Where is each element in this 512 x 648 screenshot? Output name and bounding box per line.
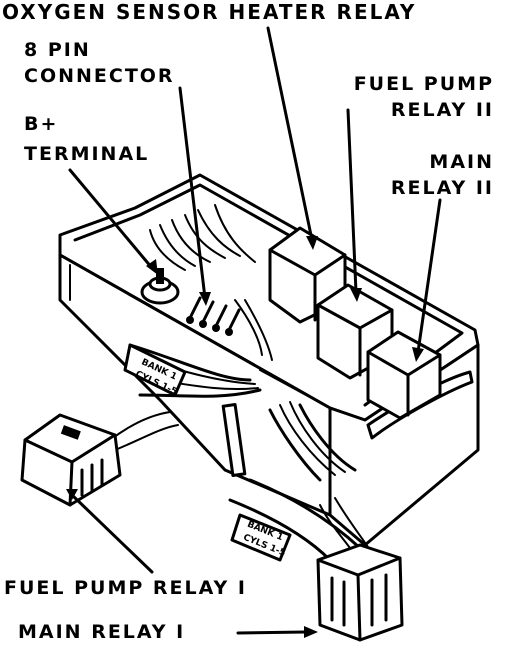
fuel-pump-relay-1-body [20,413,122,507]
leader-lines [66,26,442,638]
eight-pin-connector-pins [186,296,241,336]
label-8-pin-connector-line2: CONNECTOR [24,65,175,87]
wiring-harness [109,204,371,562]
main-relay-2-body [366,330,442,420]
main-relay-1-body [316,543,404,642]
label-main-relay-2-line1: MAIN [429,151,494,173]
label-main-relay-1: MAIN RELAY I [18,621,186,643]
label-fuel-pump-relay-2-line1: FUEL PUMP [353,73,494,95]
label-fuel-pump-relay-2-line2: RELAY II [390,99,494,121]
label-b-plus-terminal-line1: B+ [24,113,59,135]
label-b-plus-terminal-line2: TERMINAL [24,143,150,165]
label-8-pin-connector-line1: 8 PIN [24,39,91,61]
label-oxygen-sensor-heater-relay: OXYGEN SENSOR HEATER RELAY [2,0,417,24]
label-fuel-pump-relay-1: FUEL PUMP RELAY I [4,577,247,599]
upper-bank-tag [123,343,187,397]
lower-bank-tag [230,513,292,562]
label-main-relay-2-line2: RELAY II [390,177,494,199]
b-plus-terminal-stud [140,268,180,305]
